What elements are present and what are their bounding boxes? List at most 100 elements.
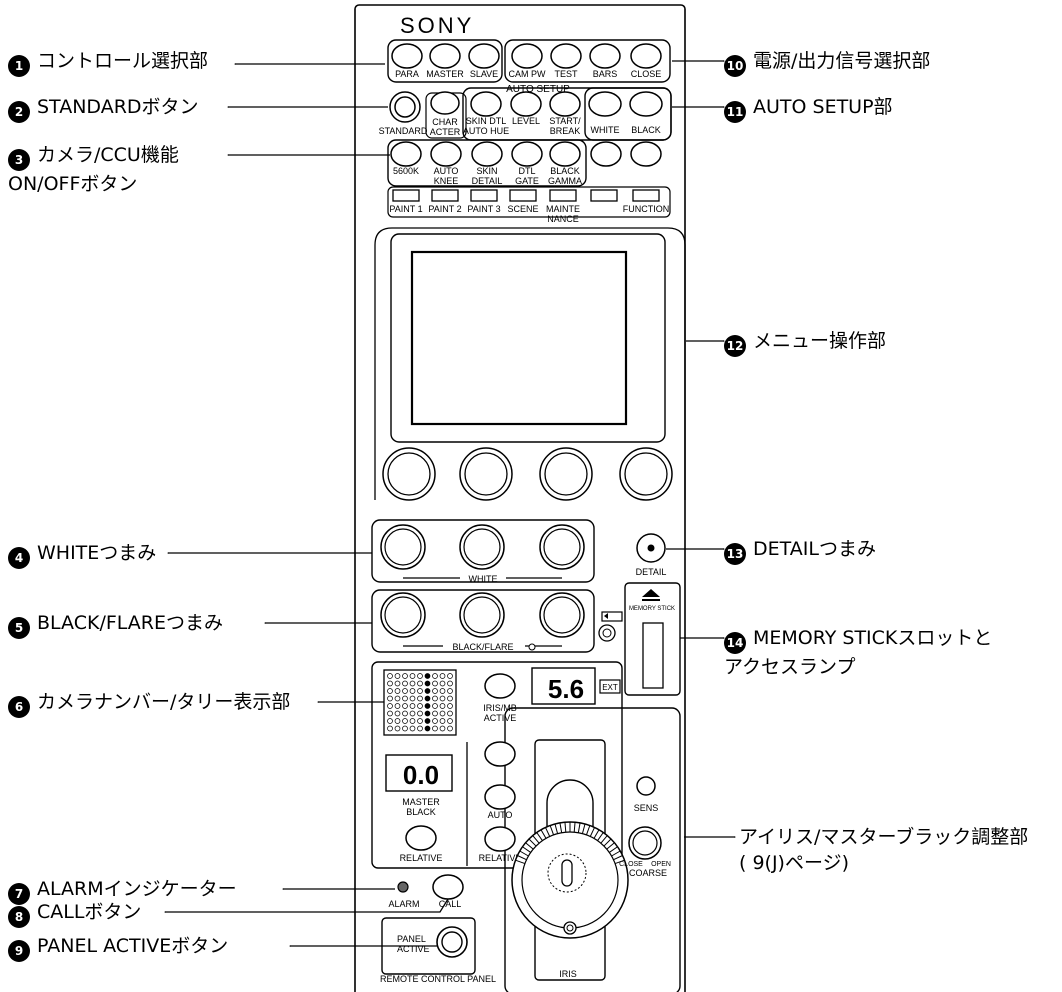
menu-tab-button[interactable] [590, 189, 618, 202]
iris-relative-button[interactable] [484, 826, 516, 852]
tally-led [424, 725, 431, 732]
panel-outline [354, 4, 686, 992]
power-output-label: CAM PW [509, 69, 547, 79]
iris-auto-button[interactable] [484, 784, 516, 810]
white-knob-group [371, 519, 595, 583]
spare-button[interactable] [590, 141, 622, 167]
black-flare-knob[interactable] [459, 592, 505, 638]
white-button-label: WHITE [591, 125, 620, 135]
tally-led [424, 703, 431, 709]
function-label: SKIN [476, 166, 497, 176]
function-button[interactable] [511, 141, 543, 167]
white-knob[interactable] [380, 524, 426, 570]
tally-led [439, 688, 446, 694]
menu-tab-group [387, 186, 671, 218]
control-select-button[interactable] [429, 43, 461, 69]
menu-knob[interactable] [539, 447, 593, 501]
coarse-knob[interactable] [628, 826, 662, 860]
char-button[interactable] [430, 91, 460, 115]
menu-tab-button[interactable] [509, 189, 537, 202]
tally-led [447, 710, 453, 717]
callout-number-badge: 4 [8, 547, 30, 569]
tally-led [409, 680, 416, 687]
dial-knurl [585, 825, 591, 836]
function-label: 5600K [393, 166, 419, 176]
access-lamp-inner [602, 628, 612, 638]
tally-led [424, 718, 431, 724]
control-select-label: SLAVE [470, 69, 498, 79]
detail-label: DETAIL [636, 567, 667, 577]
tally-led [424, 680, 431, 687]
white-knob-inner [463, 528, 501, 566]
menu-knob[interactable] [459, 447, 513, 501]
dial-knurl [564, 822, 567, 833]
ext-label: EXT [602, 683, 618, 692]
tally-led [417, 703, 423, 709]
tally-led [439, 725, 446, 732]
menu-knob[interactable] [382, 447, 436, 501]
function-label: BLACK [550, 166, 580, 176]
alarm-indicator [397, 881, 409, 893]
iris-mb-active-button[interactable] [484, 673, 516, 699]
dial-knurl [549, 825, 555, 836]
tally-led [424, 688, 431, 694]
call-button[interactable] [432, 874, 464, 900]
dial-knurl [532, 835, 540, 844]
black-flare-knob[interactable] [380, 592, 426, 638]
menu-tab-label: NANCE [547, 214, 579, 224]
tally-led [402, 688, 408, 694]
callout-text: ( 9(J)ページ) [739, 852, 850, 874]
camera-number-iris-group [371, 661, 623, 869]
dial-knurl [517, 855, 527, 861]
function-label: DETAIL [472, 176, 503, 186]
memory-stick-frame [624, 582, 681, 696]
tally-led [432, 688, 438, 694]
sens-knob[interactable] [636, 776, 656, 796]
control-select-button[interactable] [468, 43, 500, 69]
white-balance-button[interactable] [588, 91, 622, 117]
menu-tab-button[interactable] [632, 189, 660, 202]
master-black-display [385, 754, 453, 792]
power-output-button[interactable] [589, 43, 621, 69]
auto-setup-button[interactable] [470, 91, 502, 117]
iris-spare-button[interactable] [484, 741, 516, 767]
dial-knurl [606, 842, 615, 850]
tally-display [383, 669, 457, 736]
function-button[interactable] [390, 141, 422, 167]
function-label: KNEE [434, 176, 459, 186]
function-button[interactable] [430, 141, 462, 167]
callout-text: コントロール選択部 [37, 50, 209, 72]
menu-tab-button[interactable] [549, 189, 577, 202]
dial-knurl [609, 846, 618, 853]
white-knob[interactable] [459, 524, 505, 570]
iris-value: 5.6 [548, 674, 584, 704]
dial-knurl [611, 850, 621, 857]
memory-stick-slot[interactable] [642, 622, 664, 689]
black-flare-knob[interactable] [539, 592, 585, 638]
control-select-button[interactable] [391, 43, 423, 69]
tally-led [402, 710, 408, 717]
callout-text: ON/OFFボタン [8, 173, 138, 195]
auto-setup-button[interactable] [549, 91, 581, 117]
black-balance-button[interactable] [629, 91, 663, 117]
white-knob[interactable] [539, 524, 585, 570]
auto-setup-button[interactable] [510, 91, 542, 117]
tally-led [402, 703, 408, 709]
power-output-button[interactable] [511, 43, 543, 69]
menu-tab-button[interactable] [392, 189, 420, 202]
auto-setup-label: SKIN DTL [466, 116, 507, 126]
function-button[interactable] [549, 141, 581, 167]
menu-tab-button[interactable] [431, 189, 459, 202]
master-black-relative-button[interactable] [405, 825, 437, 851]
menu-tab-button[interactable] [470, 189, 498, 202]
spare-button[interactable] [630, 141, 662, 167]
function-button[interactable] [471, 141, 503, 167]
dial-knurl [603, 838, 612, 847]
power-output-button[interactable] [550, 43, 582, 69]
power-output-button[interactable] [630, 43, 662, 69]
menu-knob[interactable] [619, 447, 673, 501]
